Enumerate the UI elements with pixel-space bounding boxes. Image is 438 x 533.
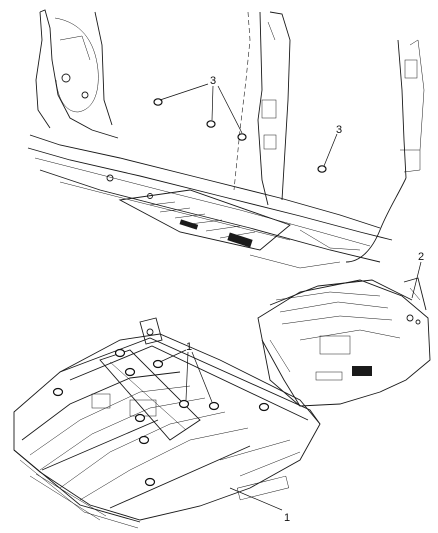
callout-2: 2 — [418, 251, 424, 263]
callout-3-right: 3 — [336, 124, 342, 136]
callout-3-top: 3 — [210, 75, 216, 87]
floor-pan-illustration — [13, 317, 321, 529]
callout-1-lower: 1 — [284, 512, 290, 524]
callout-1-upper: 1 — [186, 341, 192, 353]
side-panel-illustration — [27, 9, 425, 269]
rear-floor-illustration — [257, 261, 431, 407]
